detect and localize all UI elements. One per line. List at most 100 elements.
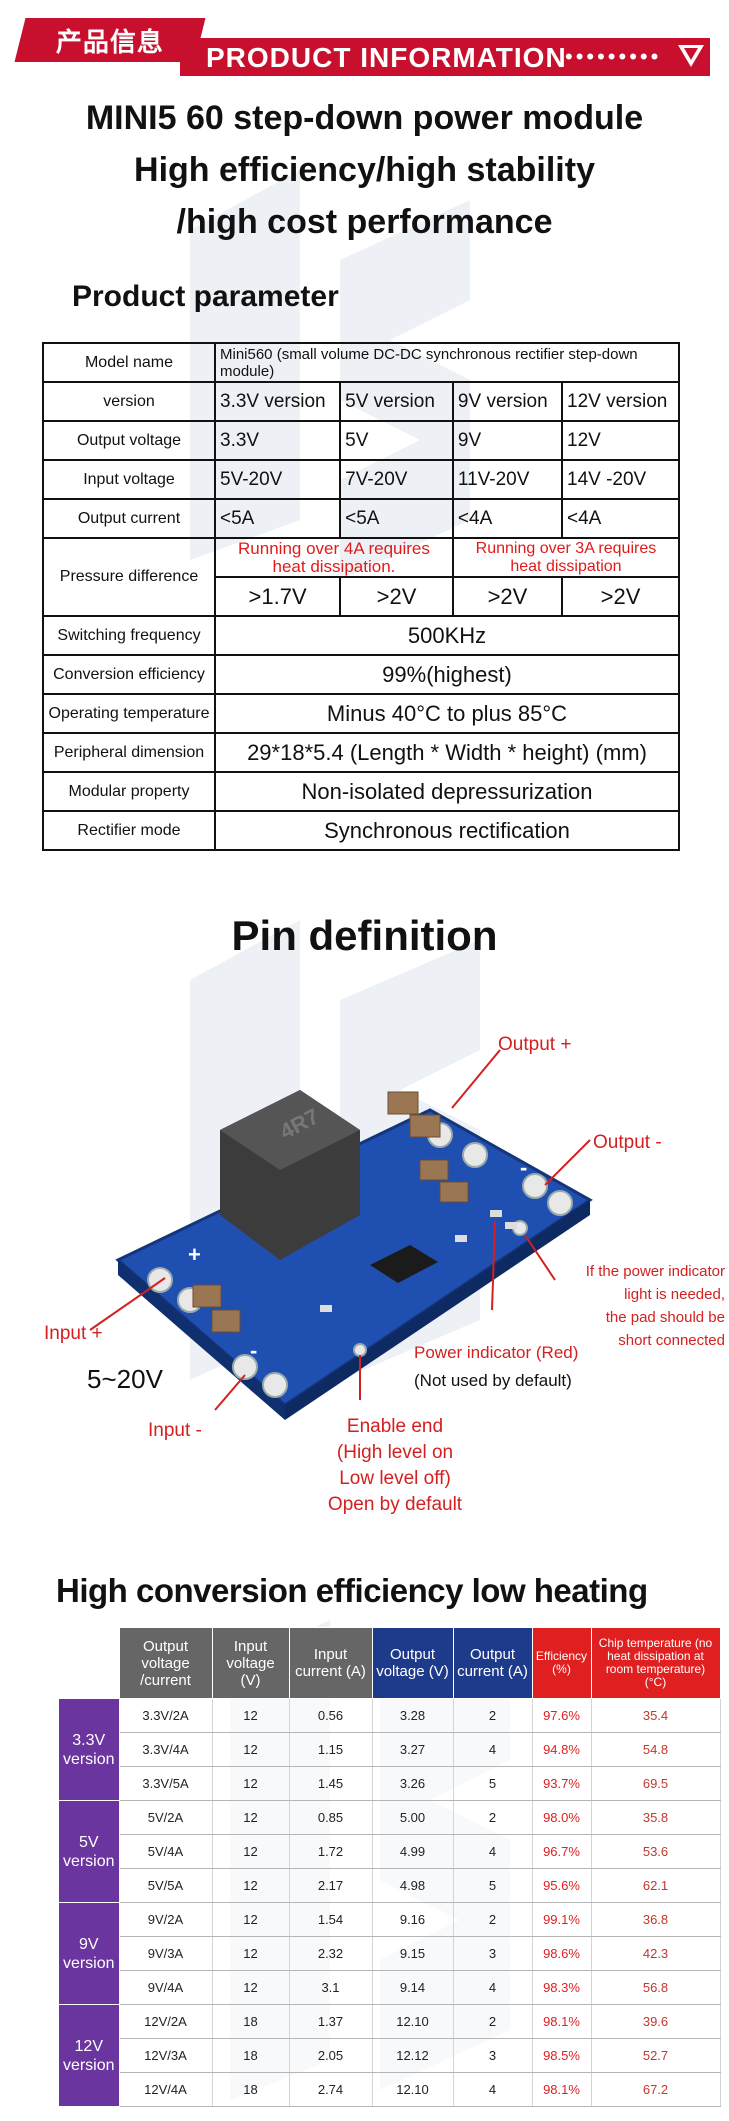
output-voltage-cell: 3.27 <box>372 1732 454 1767</box>
pressure-note-2: Running over 3A requires heat dissipatio… <box>451 537 681 578</box>
efficiency-cell: 98.0% <box>532 1800 592 1835</box>
chip-temp-cell: 36.8 <box>591 1902 721 1937</box>
title-line-2: High efficiency/high stability <box>134 151 595 189</box>
enable-end-label: Enable end (High level on Low level off)… <box>290 1414 500 1518</box>
efficiency-table: Output voltage /current Input voltage (V… <box>58 1627 721 2107</box>
main-title: MINI5 60 step-down power module High eff… <box>0 92 729 248</box>
input-voltage-cell: 12 <box>212 1698 290 1733</box>
output-plus-label: Output + <box>498 1034 572 1055</box>
version-label: version <box>42 381 216 422</box>
column-header: Output current (A) <box>452 1627 533 1699</box>
column-header: Output voltage /current <box>118 1627 213 1699</box>
output-current-cell: 3 <box>453 2038 533 2073</box>
enable-line: Low level off) <box>339 1468 451 1489</box>
chip-temp-cell: 54.8 <box>591 1732 721 1767</box>
version-group-label: 5V version <box>58 1800 120 1903</box>
table-row: Output current <5A <5A <4A <4A <box>42 498 680 539</box>
efficiency-cell: 98.1% <box>532 2004 592 2039</box>
table-row: Model name Mini560 (small volume DC-DC s… <box>42 342 680 383</box>
efficiency-cell: 98.3% <box>532 1970 592 2005</box>
pressure-label: Pressure difference <box>42 537 216 617</box>
output-spec-cell: 3.3V/4A <box>119 1732 213 1767</box>
input-voltage-cell: 12 <box>212 1936 290 1971</box>
table-row: Switching frequency 500KHz <box>42 615 680 656</box>
efficiency-cell: 93.7% <box>532 1766 592 1801</box>
input-current-cell: 1.15 <box>289 1732 373 1767</box>
plus-mark: + <box>188 1242 201 1267</box>
table-row: >1.7V >2V >2V >2V <box>43 576 680 617</box>
output-spec-cell: 3.3V/5A <box>119 1766 213 1801</box>
power-indicator-note: (Not used by default) <box>414 1371 572 1390</box>
chip-temp-cell: 62.1 <box>591 1868 721 1903</box>
output-current-cell: <5A <box>339 498 454 539</box>
input-voltage-cell: 11V-20V <box>451 459 564 500</box>
input-voltage-cell: 18 <box>212 2004 290 2039</box>
version-group-label: 9V version <box>58 1902 120 2005</box>
output-current-cell: 4 <box>453 2072 533 2107</box>
input-voltage-cell: 12 <box>212 1868 290 1903</box>
output-spec-cell: 5V/5A <box>119 1868 213 1903</box>
efficiency-cell: 96.7% <box>532 1834 592 1869</box>
conversion-value: 99%(highest) <box>214 654 680 695</box>
output-current-cell: 2 <box>453 2004 533 2039</box>
efficiency-cell: 97.6% <box>532 1698 592 1733</box>
version-group-label: 3.3V version <box>58 1698 120 1801</box>
input-current-cell: 2.05 <box>289 2038 373 2073</box>
output-voltage-cell: 5.00 <box>372 1800 454 1835</box>
efficiency-heading: High conversion efficiency low heating <box>56 1572 648 1609</box>
output-current-cell: 5 <box>453 1868 533 1903</box>
banner-en-label: PRODUCT INFORMATION <box>206 42 567 73</box>
output-voltage-cell: 3.26 <box>372 1766 454 1801</box>
pin-definition-heading: Pin definition <box>231 912 498 959</box>
output-current-cell: 4 <box>453 1834 533 1869</box>
dimension-value: 29*18*5.4 (Length * Width * height) (mm) <box>214 732 680 773</box>
output-voltage-cell: 12.12 <box>372 2038 454 2073</box>
input-voltage-cell: 18 <box>212 2038 290 2073</box>
efficiency-cell: 98.5% <box>532 2038 592 2073</box>
short-connect-note: If the power indicator light is needed, … <box>545 1260 725 1352</box>
output-voltage-cell: 12V <box>561 420 680 461</box>
version-group-label: 12V version <box>58 2004 120 2107</box>
output-spec-cell: 12V/4A <box>119 2072 213 2107</box>
output-current-cell: <4A <box>561 498 680 539</box>
output-voltage-cell: 9.14 <box>372 1970 454 2005</box>
input-voltage-cell: 12 <box>212 1732 290 1767</box>
enable-line: (High level on <box>336 1442 454 1463</box>
input-current-cell: 2.17 <box>289 1868 373 1903</box>
chip-temp-cell: 39.6 <box>591 2004 721 2039</box>
enable-line: Open by default <box>327 1494 463 1515</box>
product-parameter-heading: Product parameter <box>72 280 339 313</box>
title-line-1: MINI5 60 step-down power module <box>85 99 644 137</box>
input-current-cell: 0.56 <box>289 1698 373 1733</box>
efficiency-cell: 98.1% <box>532 2072 592 2107</box>
banner-bar: PRODUCT INFORMATION ••••••••• <box>180 38 710 76</box>
column-header: Input current (A) <box>288 1627 373 1699</box>
version-cell: 9V version <box>451 381 564 422</box>
chip-temp-cell: 35.4 <box>591 1698 721 1733</box>
output-current-cell: <5A <box>213 498 342 539</box>
input-voltage-label: Input voltage <box>42 459 216 500</box>
chip-temp-cell: 35.8 <box>591 1800 721 1835</box>
corner-cell <box>59 1628 120 1699</box>
version-cell: 5V version <box>339 381 454 422</box>
input-voltage-cell: 18 <box>212 2072 290 2107</box>
efficiency-cell: 99.1% <box>532 1902 592 1937</box>
column-header: Output voltage (V) <box>371 1627 454 1699</box>
modular-value: Non-isolated depressurization <box>214 771 680 812</box>
product-information-banner: 产品信息 PRODUCT INFORMATION ••••••••• <box>14 18 710 76</box>
table-header-row: Output voltage /current Input voltage (V… <box>59 1627 721 1699</box>
output-spec-cell: 12V/3A <box>119 2038 213 2073</box>
chip-temp-cell: 67.2 <box>591 2072 721 2107</box>
output-voltage-cell: 3.28 <box>372 1698 454 1733</box>
output-voltage-cell: 9V <box>451 420 564 461</box>
output-current-cell: 2 <box>453 1800 533 1835</box>
chip-temp-cell: 42.3 <box>591 1936 721 1971</box>
efficiency-cell: 98.6% <box>532 1936 592 1971</box>
switching-value: 500KHz <box>214 615 680 656</box>
minus-mark: - <box>520 1155 527 1180</box>
